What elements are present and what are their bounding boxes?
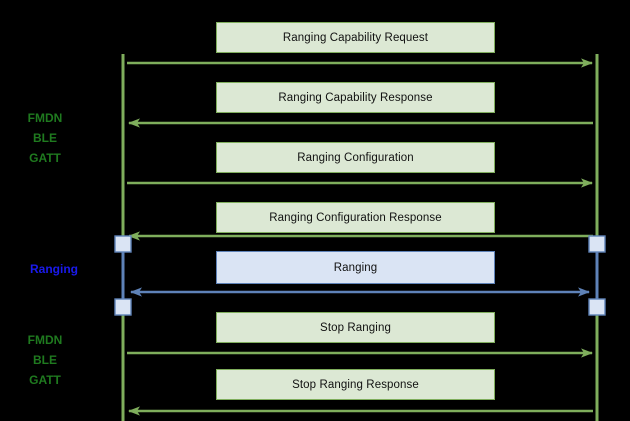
left-activation-start-node xyxy=(114,235,132,253)
message-label: Ranging Capability Response xyxy=(278,91,433,104)
message-label: Stop Ranging Response xyxy=(292,378,419,391)
right-activation-start-node xyxy=(588,235,606,253)
message-label: Ranging Configuration Response xyxy=(269,211,442,224)
phase-label-fmdn-ble-gatt-bottom: FMDN BLE GATT xyxy=(14,330,76,390)
activation-nodes-group xyxy=(114,235,606,316)
message-ranging[interactable]: Ranging xyxy=(216,251,495,284)
phase-label-line: FMDN xyxy=(27,333,63,347)
message-label: Ranging Capability Request xyxy=(282,31,429,44)
message-label: Stop Ranging xyxy=(320,321,391,334)
phase-label-line: Ranging xyxy=(30,262,78,276)
phase-label-ranging: Ranging xyxy=(14,259,94,279)
activation-bars-group xyxy=(121,244,599,307)
phase-label-fmdn-ble-gatt-top: FMDN BLE GATT xyxy=(14,108,76,168)
phase-label-line: GATT xyxy=(29,151,61,165)
left-activation-end-node xyxy=(114,298,132,316)
message-ranging-configuration-response[interactable]: Ranging Configuration Response xyxy=(216,202,495,233)
message-stop-ranging[interactable]: Stop Ranging xyxy=(216,312,495,343)
message-label: Ranging xyxy=(333,261,378,274)
message-label: Ranging Configuration xyxy=(297,151,414,164)
phase-label-line: BLE xyxy=(33,131,57,145)
phase-label-line: FMDN xyxy=(27,111,63,125)
right-activation-end-node xyxy=(588,298,606,316)
phase-label-line: BLE xyxy=(33,353,57,367)
message-arrows-group xyxy=(127,58,593,416)
message-ranging-capability-request[interactable]: Ranging Capability Request xyxy=(216,22,495,53)
phase-label-line: GATT xyxy=(29,373,61,387)
message-stop-ranging-response[interactable]: Stop Ranging Response xyxy=(216,369,495,400)
message-ranging-configuration[interactable]: Ranging Configuration xyxy=(216,142,495,173)
message-ranging-capability-response[interactable]: Ranging Capability Response xyxy=(216,82,495,113)
